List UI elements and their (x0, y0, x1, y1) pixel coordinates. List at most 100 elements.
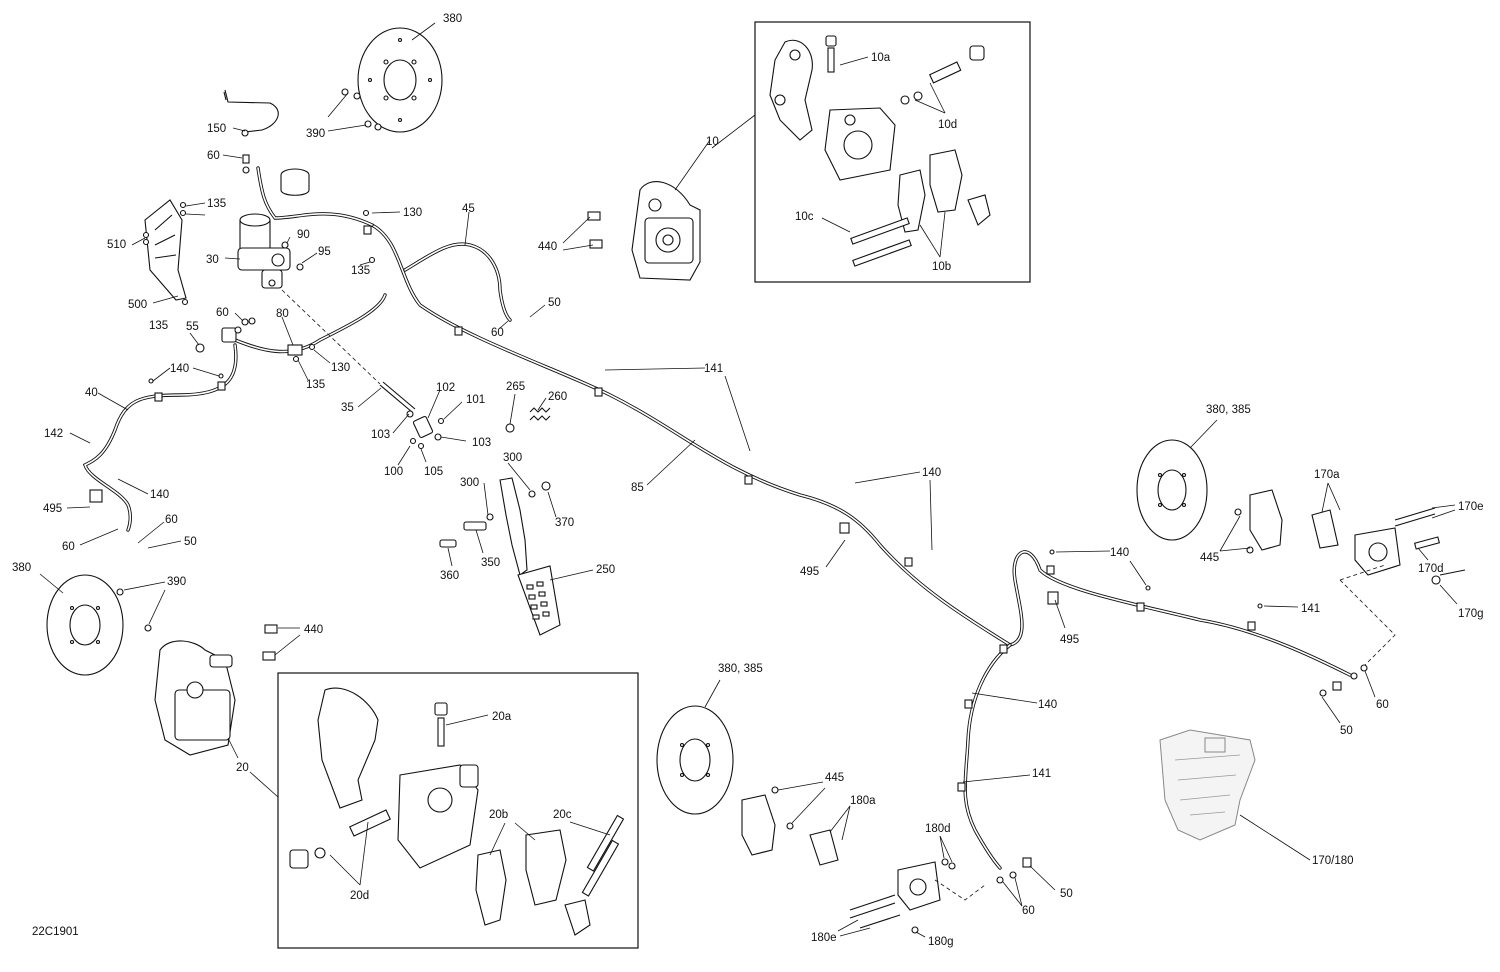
callout-20: 20 (236, 762, 249, 774)
clamp-80 (287, 343, 316, 363)
callout-390-left: 390 (167, 576, 186, 588)
rear-caliper-assembly-170-180 (1159, 729, 1256, 841)
master-cylinder-30 (237, 213, 291, 289)
front-caliper-20 (154, 640, 236, 756)
reservoir-hose-inner (257, 167, 373, 226)
callout-440-b: 440 (304, 624, 323, 636)
detail-box-front-caliper-20 (277, 672, 639, 949)
callout-170e: 170e (1458, 501, 1484, 513)
callout-130-a: 130 (403, 207, 422, 219)
callout-20b: 20b (489, 809, 508, 821)
callout-495-c: 495 (1060, 634, 1079, 646)
callout-380-385-b: 380, 385 (718, 663, 763, 675)
callout-170g: 170g (1458, 608, 1484, 620)
callout-60-f: 60 (1376, 699, 1389, 711)
callout-50-a: 50 (548, 297, 561, 309)
small-parts-master-area (241, 129, 376, 271)
callout-140-d: 140 (1110, 547, 1129, 559)
brake-disc-380-385-right (1136, 439, 1208, 541)
caliper-bracket-445-right (1234, 489, 1283, 554)
bracket-510-500 (142, 199, 189, 306)
caliper-bracket-445-bottom (741, 786, 794, 856)
callout-140-e: 140 (1038, 699, 1057, 711)
callout-135-c: 135 (351, 265, 370, 277)
rear-caliper-170 (1311, 507, 1466, 585)
callout-140-c: 140 (922, 467, 941, 479)
callout-141-c: 141 (1032, 768, 1051, 780)
brake-line-80 (233, 293, 387, 354)
callout-20a: 20a (492, 711, 512, 723)
callout-50-b: 50 (184, 536, 197, 548)
callout-10b: 10b (932, 261, 951, 273)
callout-90: 90 (297, 229, 310, 241)
bolts-440-left (262, 624, 278, 661)
callout-260: 260 (548, 391, 567, 403)
callout-360: 360 (440, 570, 459, 582)
callout-30: 30 (206, 254, 219, 266)
brake-disc-380-top (357, 27, 443, 133)
callout-135-b: 135 (149, 320, 168, 332)
rear-left-fittings (996, 857, 1032, 884)
callout-50-d: 50 (1060, 888, 1073, 900)
junction-block-left (148, 317, 256, 384)
callout-510: 510 (107, 239, 126, 251)
brake-pedal-250 (439, 477, 561, 636)
brake-line-85 (370, 223, 1012, 647)
callout-60-g: 60 (1022, 905, 1035, 917)
callout-180e: 180e (811, 932, 837, 944)
brake-line-45 (403, 242, 512, 322)
callout-60-a: 60 (207, 150, 220, 162)
callout-445-b: 445 (825, 772, 844, 784)
callout-350: 350 (481, 557, 500, 569)
brake-line-rear-down (963, 643, 1012, 870)
callout-10c: 10c (795, 211, 814, 223)
callout-150: 150 (207, 123, 226, 135)
detail-box-front-caliper-10 (754, 21, 1031, 283)
rear-right-fittings (1047, 549, 1396, 697)
callout-60-c: 60 (216, 307, 229, 319)
detail-20-parts (289, 687, 625, 936)
push-rod-35 (281, 289, 416, 413)
callout-95: 95 (318, 246, 331, 258)
callout-495-b: 495 (800, 566, 819, 578)
callout-135-a: 135 (207, 198, 226, 210)
brake-line-40 (82, 343, 238, 532)
brake-line-right-loop (1008, 550, 1352, 677)
reservoir-cap (280, 168, 310, 196)
screws-390-top (341, 88, 382, 131)
callout-60-b: 60 (491, 327, 504, 339)
callout-140-a: 140 (170, 363, 189, 375)
callout-142: 142 (44, 428, 63, 440)
callout-180a: 180a (850, 795, 876, 807)
callout-300-a: 300 (503, 452, 522, 464)
callout-103-b: 103 (472, 437, 491, 449)
callout-380-385-a: 380, 385 (1206, 404, 1251, 416)
callout-101: 101 (466, 394, 485, 406)
callout-100: 100 (384, 466, 403, 478)
leader-lines (39, 22, 1458, 938)
bolts-440-top (587, 211, 603, 249)
figure-code: 22C1901 (32, 926, 79, 938)
callout-20c: 20c (553, 809, 572, 821)
callout-495-a: 495 (43, 503, 62, 515)
callout-300-b: 300 (460, 477, 479, 489)
callout-20d: 20d (350, 890, 369, 902)
callout-440-a: 440 (538, 241, 557, 253)
callout-265: 265 (506, 381, 525, 393)
callout-170d: 170d (1418, 563, 1444, 575)
callout-60-d: 60 (62, 541, 75, 553)
callout-35: 35 (341, 402, 354, 414)
reservoir-hose (256, 166, 374, 227)
brake-line-150 (223, 89, 279, 133)
callout-105: 105 (424, 466, 443, 478)
callout-141-b: 141 (1301, 603, 1320, 615)
callout-135-d: 135 (306, 379, 325, 391)
callout-80: 80 (276, 308, 289, 320)
rear-caliper-180 (809, 829, 986, 934)
brake-disc-380-left (46, 574, 152, 676)
line-clips (89, 225, 1256, 792)
callout-50-c: 50 (1340, 725, 1353, 737)
callout-10: 10 (706, 136, 719, 148)
callout-380-top: 380 (443, 13, 462, 25)
